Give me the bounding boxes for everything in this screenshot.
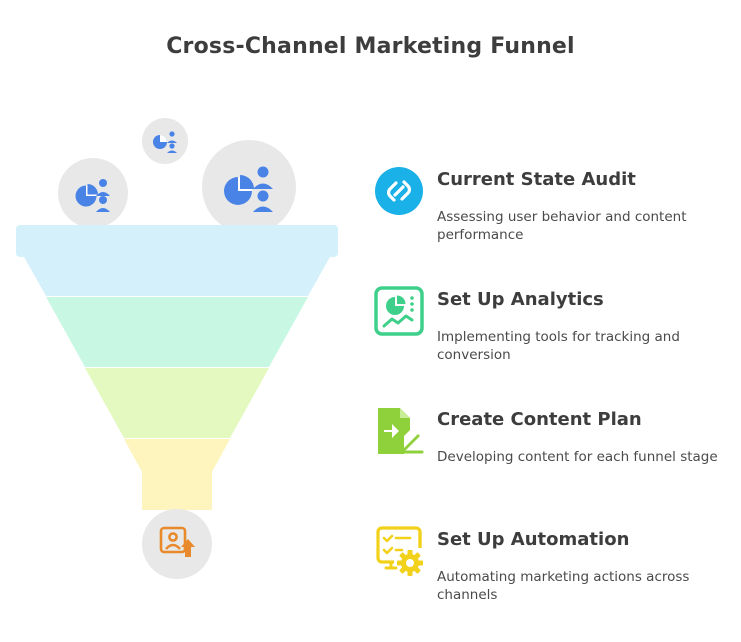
automation-gear-icon	[376, 526, 423, 576]
step-description: Implementing tools for tracking and conv…	[437, 329, 680, 363]
arrow-up-icon	[181, 539, 195, 557]
pie-user-icon	[153, 131, 177, 153]
funnel-stage-4	[124, 439, 230, 510]
input-circle-large	[202, 140, 296, 234]
step-heading: Create Content Plan	[437, 409, 642, 430]
step-heading: Current State Audit	[437, 169, 636, 190]
link-icon	[375, 167, 423, 215]
output-circle	[142, 509, 212, 579]
funnel-stage-3	[85, 368, 269, 438]
funnel-stage-2	[46, 297, 308, 367]
pie-user-icon	[75, 179, 110, 212]
pie-user-icon	[224, 166, 273, 212]
step-heading: Set Up Automation	[437, 529, 630, 550]
input-circle-medium	[58, 158, 128, 228]
input-circle-small	[142, 118, 188, 164]
page-title: Cross-Channel Marketing Funnel	[166, 34, 575, 59]
funnel-stage-1	[16, 225, 338, 296]
document-edit-icon	[378, 408, 424, 454]
step-description: Automating marketing actions across chan…	[437, 569, 690, 603]
user-upload-icon	[159, 526, 187, 554]
analytics-chart-icon	[374, 286, 424, 336]
step-description: Developing content for each funnel stage	[437, 449, 718, 465]
step-heading: Set Up Analytics	[437, 289, 604, 310]
step-description: Assessing user behavior and content perf…	[437, 209, 687, 243]
